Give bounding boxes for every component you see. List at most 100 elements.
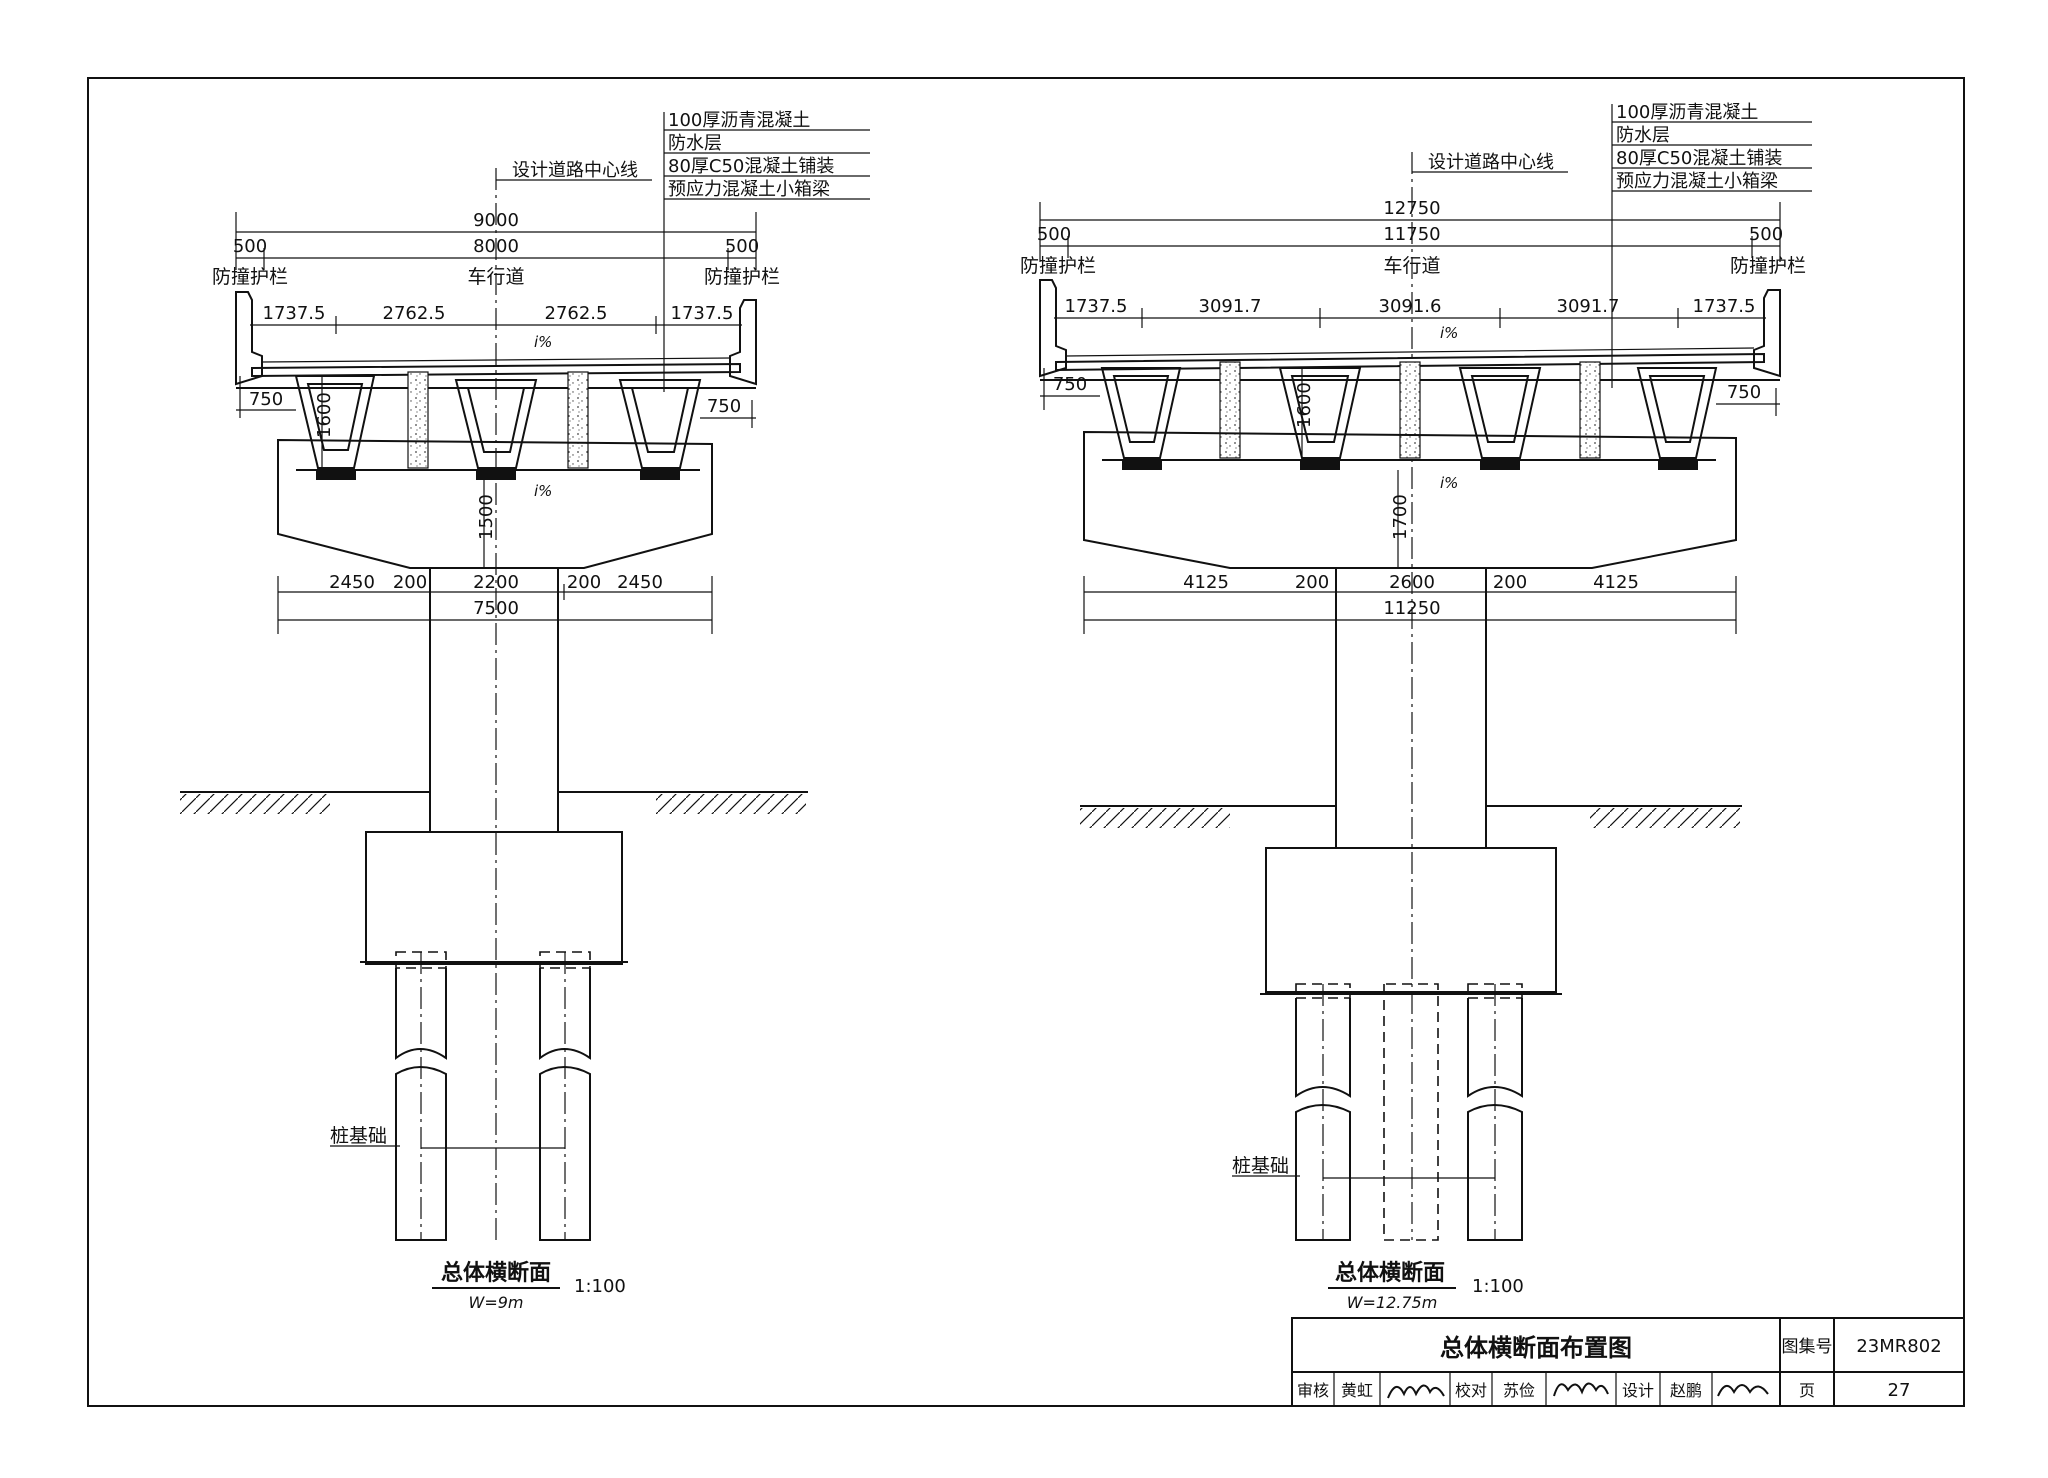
left-cap-seg-4: 200	[567, 572, 601, 593]
right-barrier-left-label: 防撞护栏	[1020, 255, 1096, 277]
left-overhang-l: 750	[249, 389, 283, 410]
right-total-width: 12750	[1383, 198, 1440, 219]
right-girder-height: 1600	[1294, 382, 1315, 428]
left-title: 总体横断面	[441, 1260, 551, 1286]
left-layer-4: 预应力混凝土小箱梁	[668, 179, 830, 200]
right-spacing-1: 1737.5	[1065, 296, 1128, 317]
left-barrier-right-width: 500	[725, 236, 759, 257]
left-pile-label: 桩基础	[330, 1125, 387, 1147]
right-cap-seg-3: 2600	[1389, 572, 1435, 593]
left-deck-pavement	[251, 362, 741, 378]
right-wet-joint-3	[1579, 361, 1601, 459]
title-block: 总体横断面布置图 图集号 23MR802 审核 黄虹 校对 苏俭 设计 赵鹏 页…	[1291, 1317, 1965, 1407]
left-wet-joint-1	[407, 371, 429, 469]
right-pile-cap	[1265, 847, 1557, 993]
atlas-number: 23MR802	[1856, 1336, 1941, 1357]
right-cap-seg-2: 200	[1295, 572, 1329, 593]
right-cap-slope: i%	[1440, 474, 1458, 492]
left-box-girders	[294, 375, 702, 471]
right-deck-pavement	[1055, 352, 1765, 372]
left-cap-seg-5: 2450	[617, 572, 663, 593]
right-cap-seg-5: 4125	[1593, 572, 1639, 593]
left-spacing-4: 1737.5	[671, 303, 734, 324]
reviewer-name: 黄虹	[1341, 1381, 1373, 1400]
right-barrier-r	[1753, 289, 1781, 378]
left-cap-height: 1500	[476, 494, 497, 540]
right-spacing-4: 3091.7	[1557, 296, 1620, 317]
right-layer-callout: 100厚沥青混凝土 防水层 80厚C50混凝土铺装 预应力混凝土小箱梁	[1611, 102, 1812, 388]
right-pier-cap	[1083, 430, 1737, 569]
left-barrier-left-width: 500	[233, 236, 267, 257]
right-cap-seg-1: 4125	[1183, 572, 1229, 593]
right-wet-joint-2	[1399, 361, 1421, 459]
right-spacing-5: 1737.5	[1693, 296, 1756, 317]
left-scale: 1:100	[574, 1276, 626, 1297]
reviewer-signature	[1387, 1384, 1445, 1399]
right-road-width: 11750	[1383, 224, 1440, 245]
right-cap-height: 1700	[1390, 494, 1411, 540]
designer-name: 赵鹏	[1670, 1381, 1702, 1400]
left-cross-section: 100厚沥青混凝土 防水层 80厚C50混凝土铺装 预应力混凝土小箱梁 设计道路…	[180, 110, 870, 1312]
left-layer-2: 防水层	[668, 133, 722, 154]
review-label: 审核	[1297, 1381, 1329, 1400]
left-ground	[180, 791, 808, 814]
right-title: 总体横断面	[1335, 1260, 1445, 1286]
left-road-label: 车行道	[467, 266, 524, 288]
left-centerline-label: 设计道路中心线	[512, 160, 638, 181]
left-cap-total: 7500	[473, 598, 519, 619]
left-total-width: 9000	[473, 210, 519, 231]
right-cap-total: 11250	[1383, 598, 1440, 619]
right-cross-section: 100厚沥青混凝土 防水层 80厚C50混凝土铺装 预应力混凝土小箱梁 设计道路…	[1020, 102, 1812, 1312]
right-bearings	[1122, 460, 1698, 470]
right-layer-3: 80厚C50混凝土铺装	[1616, 148, 1782, 169]
left-spacing-3: 2762.5	[545, 303, 608, 324]
left-pile-cap	[365, 831, 623, 965]
left-barrier-r	[729, 299, 757, 386]
left-barrier-right-label: 防撞护栏	[704, 266, 780, 288]
right-barrier-left-width: 500	[1037, 224, 1071, 245]
right-wet-joint-1	[1219, 361, 1241, 459]
left-deck-slope: i%	[534, 333, 552, 351]
left-girder-height: 1600	[314, 392, 335, 438]
designer-signature	[1717, 1384, 1769, 1397]
left-width-note: W=9m	[469, 1293, 524, 1312]
left-bearings	[316, 470, 680, 480]
left-cap-seg-1: 2450	[329, 572, 375, 593]
drawing-title: 总体横断面布置图	[1440, 1334, 1632, 1362]
left-road-width: 8000	[473, 236, 519, 257]
left-spacing-2: 2762.5	[383, 303, 446, 324]
left-layer-callout: 100厚沥青混凝土 防水层 80厚C50混凝土铺装 预应力混凝土小箱梁	[663, 110, 870, 392]
right-spacing-2: 3091.7	[1199, 296, 1262, 317]
checker-name: 苏俭	[1503, 1381, 1535, 1400]
design-label: 设计	[1622, 1381, 1654, 1400]
left-cap-slope: i%	[534, 482, 552, 500]
right-ground	[1080, 805, 1742, 828]
check-label: 校对	[1455, 1381, 1487, 1400]
right-box-girders	[1100, 367, 1718, 461]
sheet-border	[87, 77, 1965, 1407]
left-wet-joint-2	[567, 371, 589, 469]
right-pile-label: 桩基础	[1232, 1155, 1289, 1177]
left-barrier-l	[235, 291, 263, 386]
right-cap-seg-4: 200	[1493, 572, 1527, 593]
left-layer-1: 100厚沥青混凝土	[668, 110, 810, 131]
right-spacing-3: 3091.6	[1379, 296, 1442, 317]
right-overhang-r: 750	[1727, 382, 1761, 403]
right-piles	[1295, 983, 1523, 1241]
atlas-label: 图集号	[1782, 1337, 1833, 1357]
right-layer-2: 防水层	[1616, 125, 1670, 146]
left-cap-seg-2: 200	[393, 572, 427, 593]
checker-signature	[1553, 1382, 1609, 1397]
left-piles	[395, 951, 591, 1241]
right-deck-slope: i%	[1440, 324, 1458, 342]
right-barrier-right-width: 500	[1749, 224, 1783, 245]
right-overhang-l: 750	[1053, 374, 1087, 395]
left-barrier-left-label: 防撞护栏	[212, 266, 288, 288]
left-spacing-1: 1737.5	[263, 303, 326, 324]
right-scale: 1:100	[1472, 1276, 1524, 1297]
left-layer-3: 80厚C50混凝土铺装	[668, 156, 834, 177]
page-number: 27	[1888, 1380, 1911, 1401]
right-road-label: 车行道	[1383, 255, 1440, 277]
left-cap-seg-3: 2200	[473, 572, 519, 593]
